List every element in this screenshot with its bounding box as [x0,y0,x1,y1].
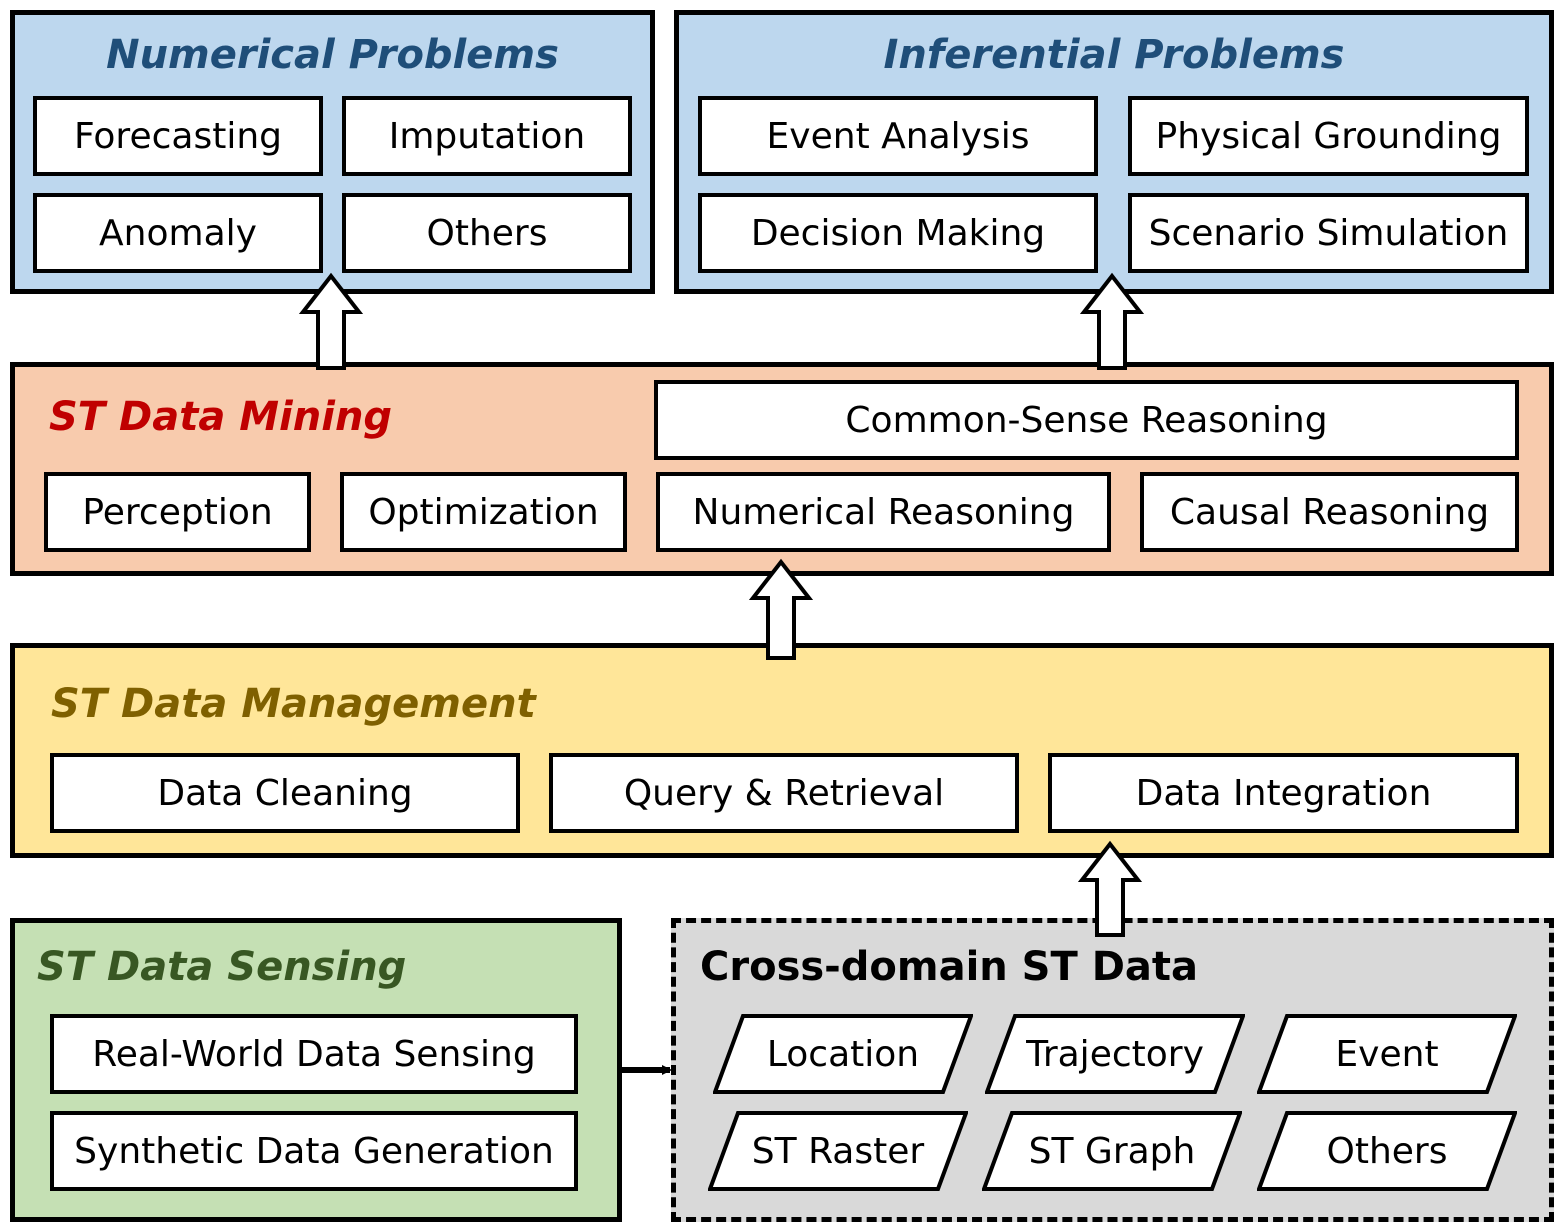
numerical-reasoning-box: Numerical Reasoning [656,472,1111,552]
forecasting-box: Forecasting [33,96,323,176]
up-arrow-to-inferential [1079,272,1145,370]
physical-grounding-box: Physical Grounding [1128,96,1529,176]
decision-making-box: Decision Making [698,193,1098,273]
trajectory-label: Trajectory [1026,1033,1204,1075]
event-box: Event [1257,1014,1517,1094]
inferential-problems-title: Inferential Problems [883,32,1345,78]
up-arrow-to-mining [748,558,814,660]
optimization-box: Optimization [340,472,627,552]
anomaly-box: Anomaly [33,193,323,273]
causal-reasoning-box: Causal Reasoning [1140,472,1519,552]
data-cleaning-box: Data Cleaning [50,753,520,833]
up-arrow-to-numerical [298,272,364,370]
cross-domain-others-box: Others [1257,1111,1517,1191]
perception-box: Perception [44,472,311,552]
numerical-problems-title: Numerical Problems [106,32,559,78]
st-graph-box: ST Graph [982,1111,1242,1191]
scenario-simulation-box: Scenario Simulation [1128,193,1529,273]
cross-domain-others-label: Others [1326,1130,1448,1172]
st-graph-label: ST Graph [1028,1130,1196,1172]
location-label: Location [766,1033,920,1075]
common-sense-reasoning-box: Common-Sense Reasoning [654,380,1519,460]
data-integration-box: Data Integration [1048,753,1519,833]
data-sensing-title: ST Data Sensing [37,944,407,990]
cross-domain-title: Cross-domain ST Data [700,944,1199,990]
trajectory-box: Trajectory [985,1014,1245,1094]
numerical-others-box: Others [342,193,632,273]
real-world-sensing-box: Real-World Data Sensing [50,1014,578,1094]
st-raster-box: ST Raster [708,1111,968,1191]
imputation-box: Imputation [342,96,632,176]
up-arrow-to-management [1077,840,1143,937]
data-management-title: ST Data Management [51,681,536,727]
st-raster-label: ST Raster [751,1130,925,1172]
data-mining-title: ST Data Mining [49,394,393,440]
event-label: Event [1335,1033,1439,1075]
event-analysis-box: Event Analysis [698,96,1098,176]
location-box: Location [713,1014,973,1094]
synthetic-generation-box: Synthetic Data Generation [50,1111,578,1191]
query-retrieval-box: Query & Retrieval [549,753,1019,833]
